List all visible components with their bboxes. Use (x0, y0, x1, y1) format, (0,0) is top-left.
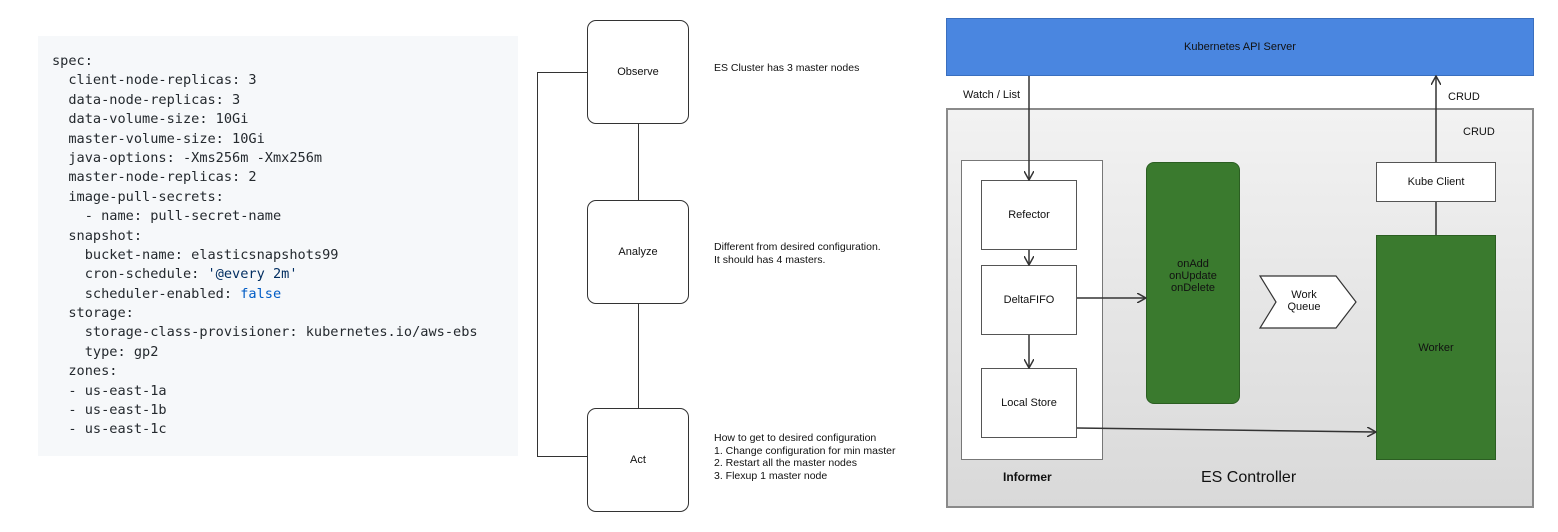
yaml-token: type: gp2 (52, 343, 159, 360)
api-server-label: Kubernetes API Server (1184, 41, 1296, 53)
yaml-line: client-node-replicas: 3 (52, 71, 478, 90)
yaml-token: master-volume-size: 10Gi (52, 130, 265, 147)
watch-list-label: Watch / List (963, 89, 1021, 101)
yaml-line: bucket-name: elasticsnapshots99 (52, 246, 478, 265)
yaml-code: spec: client-node-replicas: 3 data-node-… (52, 52, 478, 440)
loop-bottom-connector (537, 456, 587, 457)
crud-outer-label: CRUD (1448, 91, 1480, 103)
yaml-token: data-volume-size: 10Gi (52, 111, 249, 128)
yaml-line: storage: (52, 304, 478, 323)
es-controller-label: ES Controller (1201, 469, 1297, 486)
yaml-line: - name: pull-secret-name (52, 207, 478, 226)
yaml-token: cron-schedule: (52, 266, 208, 283)
yaml-token: master-node-replicas: 2 (52, 169, 257, 186)
deltafifo-label: DeltaFIFO (1003, 294, 1055, 306)
yaml-line: java-options: -Xms256m -Xmx256m (52, 149, 478, 168)
observe-analyze-line (638, 124, 639, 200)
observe-note: ES Cluster has 3 master nodes (714, 62, 860, 74)
yaml-token: zones: (52, 363, 118, 380)
yaml-line: cron-schedule: '@every 2m' (52, 265, 478, 284)
loop-top-connector (537, 72, 587, 73)
kube-client-box: Kube Client (1376, 162, 1496, 202)
yaml-code-panel: spec: client-node-replicas: 3 data-node-… (38, 36, 518, 456)
yaml-line: data-volume-size: 10Gi (52, 110, 478, 129)
act-label: Act (630, 454, 646, 466)
yaml-line: spec: (52, 52, 478, 71)
deltafifo-box: DeltaFIFO (981, 265, 1077, 335)
yaml-token: java-options: -Xms256m -Xmx256m (52, 149, 323, 166)
worker-box: Worker (1376, 235, 1496, 460)
observe-box: Observe (587, 20, 689, 124)
act-note: How to get to desired configuration 1. C… (714, 432, 896, 482)
yaml-line: snapshot: (52, 227, 478, 246)
yaml-token: storage: (52, 305, 134, 322)
yaml-token: - us-east-1a (52, 382, 167, 399)
crud-inner-label: CRUD (1463, 126, 1495, 138)
observe-label: Observe (617, 66, 659, 78)
informer-label: Informer (1003, 470, 1052, 484)
local-store-label: Local Store (1001, 397, 1057, 409)
yaml-token: client-node-replicas: 3 (52, 72, 257, 89)
event-handlers-label: onAdd onUpdate onDelete (1169, 258, 1217, 294)
yaml-line: image-pull-secrets: (52, 188, 478, 207)
yaml-token: spec: (52, 53, 93, 69)
analyze-act-line (638, 304, 639, 408)
yaml-token: scheduler-enabled: (52, 285, 241, 302)
worker-label: Worker (1418, 341, 1454, 354)
kubernetes-api-server-box: Kubernetes API Server (946, 18, 1534, 76)
yaml-token: bucket-name: elasticsnapshots99 (52, 246, 339, 263)
yaml-line: - us-east-1c (52, 420, 478, 439)
yaml-token: storage-class-provisioner: kubernetes.io… (52, 324, 478, 341)
yaml-token: data-node-replicas: 3 (52, 91, 241, 108)
yaml-token: - name: pull-secret-name (52, 208, 282, 225)
refector-box: Refector (981, 180, 1077, 250)
yaml-token: '@every 2m' (207, 266, 298, 283)
yaml-line: - us-east-1a (52, 382, 478, 401)
yaml-token: false (240, 285, 282, 302)
yaml-token: - us-east-1c (52, 421, 167, 438)
act-box: Act (587, 408, 689, 512)
yaml-token: - us-east-1b (52, 402, 167, 419)
yaml-line: scheduler-enabled: false (52, 285, 478, 304)
analyze-label: Analyze (618, 246, 658, 258)
yaml-line: master-node-replicas: 2 (52, 168, 478, 187)
yaml-line: storage-class-provisioner: kubernetes.io… (52, 323, 478, 342)
yaml-token: snapshot: (52, 227, 143, 244)
kube-client-label: Kube Client (1407, 176, 1465, 188)
loop-left-line (537, 72, 538, 456)
yaml-token: image-pull-secrets: (52, 188, 224, 205)
analyze-box: Analyze (587, 200, 689, 304)
refector-label: Refector (1008, 209, 1050, 221)
yaml-line: master-volume-size: 10Gi (52, 130, 478, 149)
local-store-box: Local Store (981, 368, 1077, 438)
event-handlers-box: onAdd onUpdate onDelete (1146, 162, 1240, 404)
analyze-note: Different from desired configuration. It… (714, 241, 881, 266)
yaml-line: data-node-replicas: 3 (52, 91, 478, 110)
yaml-line: zones: (52, 362, 478, 381)
yaml-line: type: gp2 (52, 343, 478, 362)
yaml-line: - us-east-1b (52, 401, 478, 420)
